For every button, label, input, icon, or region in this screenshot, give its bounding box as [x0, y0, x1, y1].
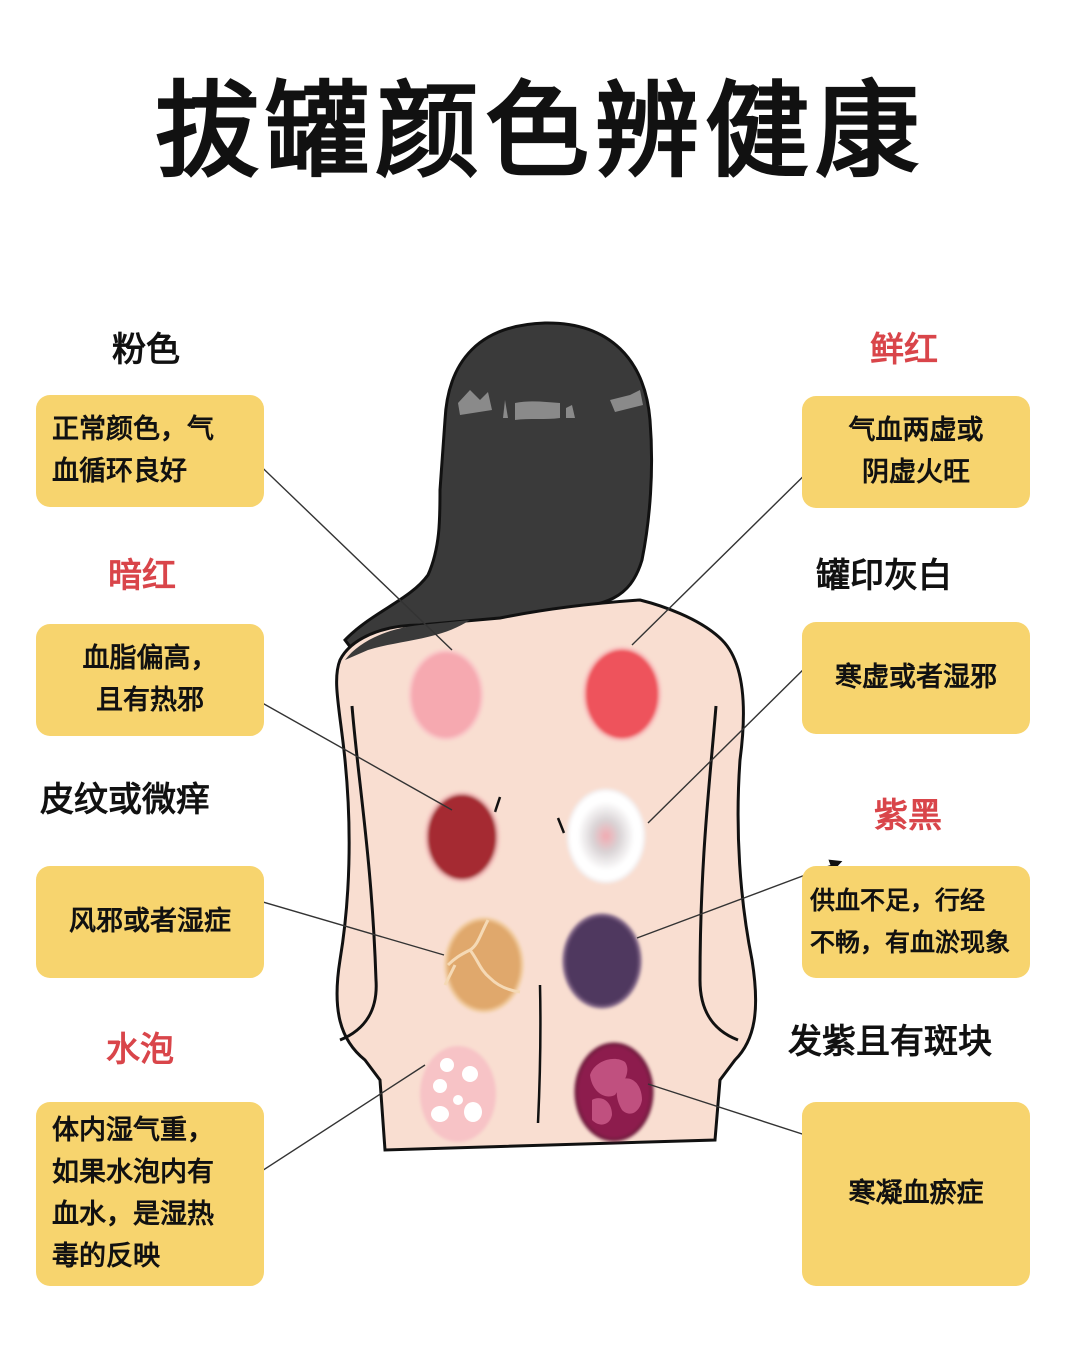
box-bright-red-line-1: 气血两虚或: [848, 415, 984, 446]
label-skin-lines: 皮纹或微痒: [40, 780, 210, 820]
label-bright-red: 鲜红: [870, 330, 938, 370]
box-purple-black-line-2: 不畅，有血淤现象: [810, 928, 1011, 957]
box-blister-line-4: 毒的反映: [52, 1241, 160, 1272]
box-blister-line-1: 体内湿气重，: [52, 1115, 214, 1146]
box-skin-lines: 风邪或者湿症: [36, 866, 264, 978]
mark-purple-patches: [574, 1042, 654, 1142]
label-dark-red: 暗红: [108, 556, 176, 596]
box-bright-red-line-2: 阴虚火旺: [862, 457, 970, 488]
box-blister: 体内湿气重， 如果水泡内有 血水，是湿热 毒的反映: [36, 1102, 264, 1286]
box-gray-white-line-1: 寒虚或者湿邪: [835, 662, 997, 693]
mark-bright-red: [582, 646, 662, 742]
label-blister: 水泡: [106, 1030, 174, 1070]
cupping-marks: [408, 646, 662, 1142]
label-purple-black: 紫黑: [874, 796, 942, 836]
mark-blister: [420, 1046, 496, 1142]
mark-dark-red: [424, 791, 500, 883]
box-blister-line-3: 血水，是湿热: [52, 1199, 214, 1230]
mark-gray-white: [566, 788, 646, 884]
hair: [343, 321, 654, 663]
back-torso: [335, 598, 758, 1152]
box-blister-line-2: 如果水泡内有: [52, 1157, 214, 1188]
box-gray-white: 寒虚或者湿邪: [802, 622, 1030, 734]
mark-skin-lines: [443, 917, 524, 1013]
box-pink: 正常颜色，气 血循环良好: [36, 395, 264, 507]
label-pink: 粉色: [112, 330, 180, 370]
box-purple-patches: 寒凝血瘀症: [802, 1102, 1030, 1286]
box-dark-red: 血脂偏高， 且有热邪: [36, 624, 264, 736]
box-skin-lines-line-1: 风邪或者湿症: [69, 906, 231, 937]
mark-pink: [408, 649, 484, 741]
box-pink-line-1: 正常颜色，气: [52, 414, 214, 445]
box-purple-black-line-1: 供血不足，行经: [810, 886, 986, 915]
box-dark-red-line-2: 且有热邪: [96, 685, 204, 716]
box-dark-red-line-1: 血脂偏高，: [82, 643, 218, 674]
label-purple-patches: 发紫且有斑块: [788, 1022, 992, 1062]
box-purple-patches-line-1: 寒凝血瘀症: [848, 1178, 984, 1209]
box-pink-line-2: 血循环良好: [52, 456, 187, 487]
mark-purple-black: [562, 913, 642, 1009]
page-title: 拔罐颜色辨健康: [154, 70, 925, 192]
box-bright-red: 气血两虚或 阴虚火旺: [802, 396, 1030, 508]
box-purple-black: 供血不足，行经 不畅，有血淤现象: [802, 866, 1030, 978]
label-gray-white: 罐印灰白: [816, 556, 952, 596]
